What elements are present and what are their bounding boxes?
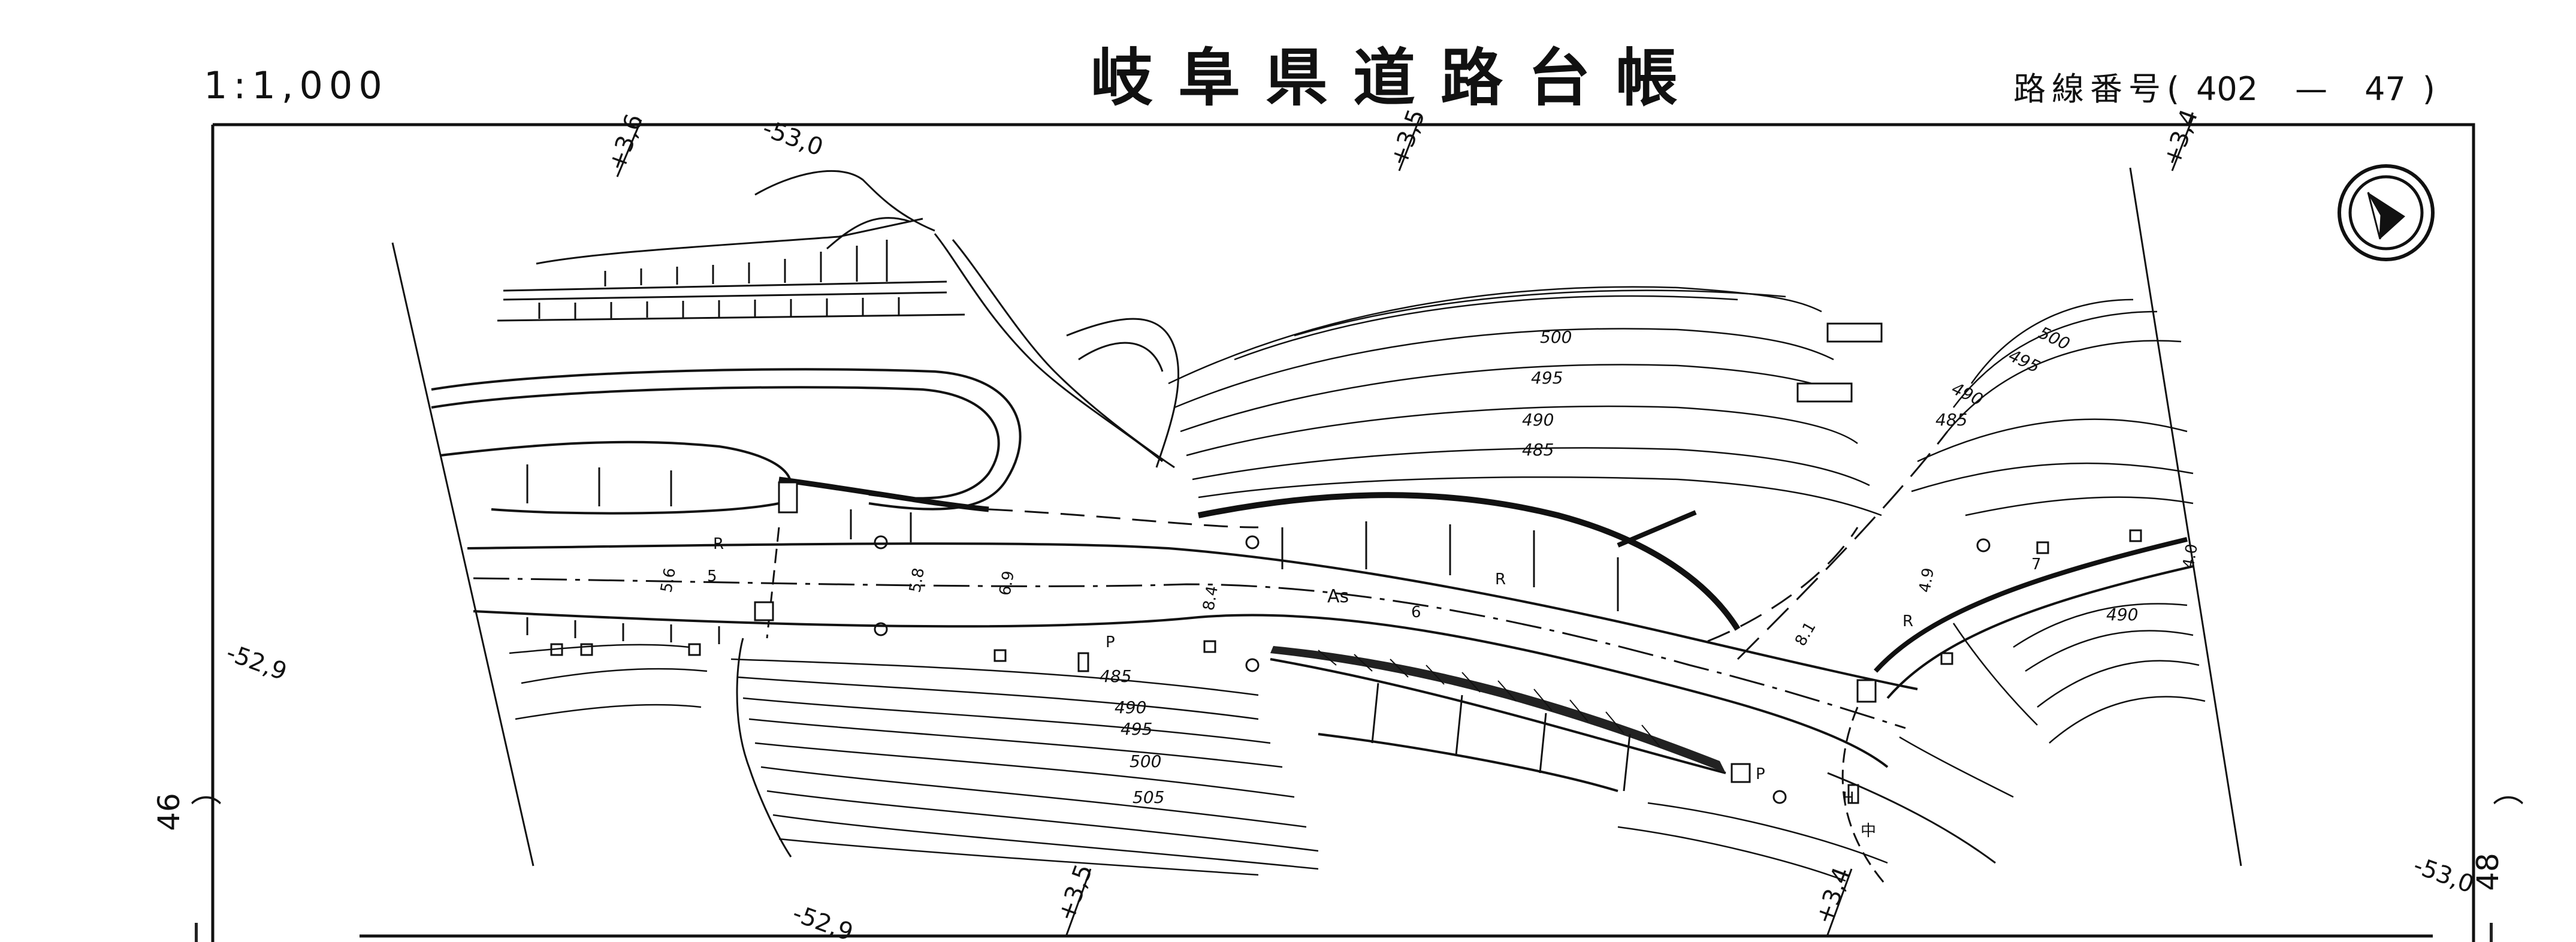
left-paren-mark: ⌒ bbox=[191, 795, 222, 831]
contours-lower-left bbox=[509, 644, 1888, 882]
slope-hachures bbox=[526, 464, 1631, 792]
route-open-paren: ( bbox=[2167, 70, 2180, 108]
road-label: 7 bbox=[2031, 555, 2042, 573]
grid-labels: +3,6 -53,0 +3,5 +3,4 -52,9 -52,9 +3,5 +3… bbox=[223, 105, 2478, 942]
road-label: 5.8 bbox=[906, 566, 928, 594]
culverts bbox=[754, 322, 1883, 783]
road-label: 6 bbox=[1411, 603, 1421, 621]
contour-label: 500 bbox=[1130, 751, 1161, 771]
contour-label: 495 bbox=[1121, 719, 1152, 739]
grid-label: +3,5 bbox=[1385, 105, 1430, 170]
page-title: 岐阜県道路台帳 bbox=[1091, 41, 1704, 114]
contour-labels: 500 495 490 485 485 490 495 500 505 500 … bbox=[1100, 322, 2138, 807]
contour-label: 505 bbox=[1133, 787, 1164, 807]
road-label: As bbox=[1327, 586, 1349, 607]
contour-label: 490 bbox=[1522, 410, 1554, 430]
contour-label: 485 bbox=[1100, 666, 1131, 686]
grid-label: -53,0 bbox=[759, 114, 827, 162]
cross-hatched-slope bbox=[1270, 646, 1726, 773]
route-close-paren: ) bbox=[2422, 70, 2435, 108]
road-label: R bbox=[713, 535, 724, 553]
right-tick bbox=[2490, 923, 2493, 942]
map-scale: 1:1,000 bbox=[204, 64, 388, 107]
road-label: 5 bbox=[707, 567, 717, 585]
contour-label: 490 bbox=[2106, 605, 2138, 624]
grid-label: -53,0 bbox=[2410, 852, 2478, 899]
contours-upper-right bbox=[1899, 298, 2206, 798]
contour-label: 490 bbox=[1949, 378, 1986, 409]
route-label: 路線番号 bbox=[2013, 70, 2167, 108]
route-number-b: 47 bbox=[2364, 70, 2406, 108]
road-label: R bbox=[1495, 570, 1506, 588]
road-label: 5.6 bbox=[657, 566, 680, 594]
road-label: 4.9 bbox=[1916, 566, 1938, 594]
contour-label: 495 bbox=[1531, 368, 1563, 388]
road-label: 中 bbox=[1861, 822, 1876, 840]
contour-label: 490 bbox=[1115, 698, 1146, 717]
road-label: P bbox=[1756, 765, 1765, 783]
route-dash: — bbox=[2295, 70, 2328, 108]
sheet-outline bbox=[391, 167, 2242, 866]
road-label: 4.0 bbox=[2179, 542, 2201, 570]
left-tick bbox=[195, 923, 198, 942]
contour-label: 485 bbox=[1522, 440, 1554, 460]
road-label: 6.9 bbox=[996, 569, 1018, 597]
contour-label: 495 bbox=[2006, 345, 2043, 376]
contour-label: 500 bbox=[1540, 327, 1572, 347]
main-road bbox=[467, 431, 2194, 887]
contours-upper-middle bbox=[1168, 286, 1882, 517]
road-label: P bbox=[1106, 633, 1115, 651]
route-number: 路線番号(402 — 47) bbox=[2013, 73, 2435, 105]
contour-label: 485 bbox=[1935, 410, 1967, 430]
right-paren-mark: ⌒ bbox=[2493, 795, 2524, 831]
north-arrow-icon bbox=[2338, 164, 2435, 261]
road-label: R bbox=[1902, 612, 1913, 630]
contour-label: 500 bbox=[2036, 322, 2073, 354]
grid-label: +3,5 bbox=[1052, 861, 1098, 925]
road-labels: R R R As 5 6 7 5.6 5.8 6.9 8.4 4.9 4.0 8… bbox=[657, 535, 2201, 840]
map-frame bbox=[211, 123, 2475, 942]
map-symbols bbox=[550, 529, 2142, 804]
road-label: 8.1 bbox=[1792, 619, 1820, 650]
grid-label: -52,9 bbox=[223, 639, 291, 686]
grid-label: +3,4 bbox=[2158, 105, 2203, 170]
grid-label: +3,6 bbox=[603, 110, 648, 174]
upper-terraces bbox=[497, 170, 1179, 469]
road-label: 8.4 bbox=[1200, 584, 1222, 612]
road-label: H bbox=[1843, 789, 1855, 807]
hairpin-road bbox=[431, 368, 1022, 515]
route-number-a: 402 bbox=[2196, 70, 2258, 108]
